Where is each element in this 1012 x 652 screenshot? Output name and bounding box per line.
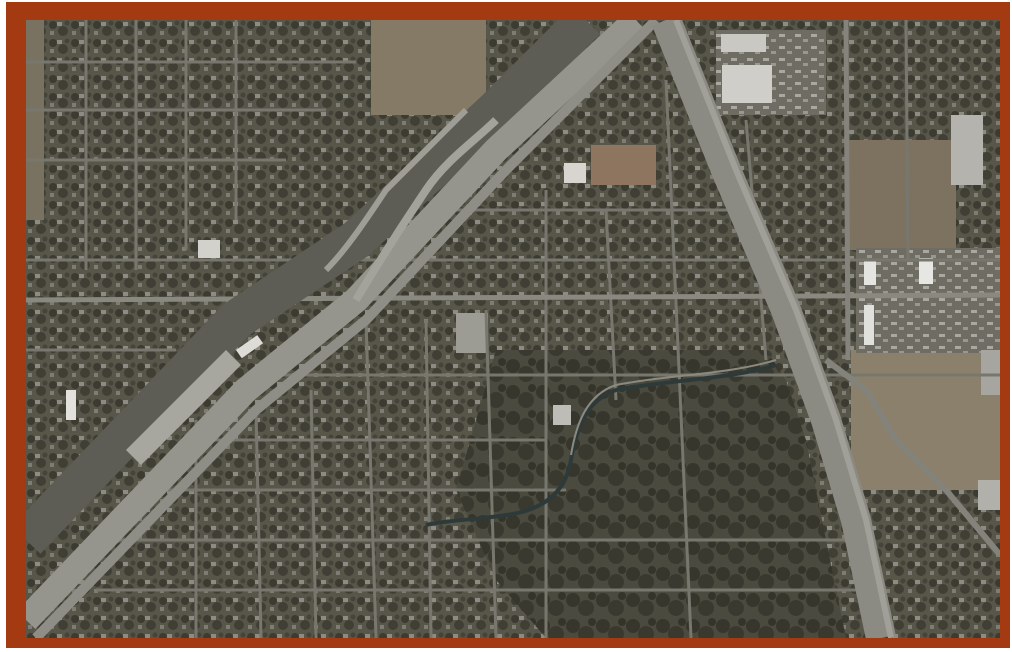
arterial-road xyxy=(843,20,851,361)
open-field xyxy=(371,20,486,115)
warehouse-roof xyxy=(722,65,772,103)
photo-frame xyxy=(6,2,1010,648)
warehouse-roof xyxy=(864,305,874,345)
creek-bank xyxy=(570,359,777,456)
warehouse-roof xyxy=(981,350,1000,395)
open-field xyxy=(26,20,44,220)
frontage-road xyxy=(824,357,1000,557)
aerial-photo-canvas xyxy=(26,20,1000,638)
industrial-strip xyxy=(126,350,241,465)
sports-field xyxy=(591,145,656,185)
aerial-photo xyxy=(26,20,1000,638)
open-field xyxy=(846,140,956,250)
warehouse-roof xyxy=(919,258,933,284)
warehouse-roof xyxy=(978,480,1000,510)
building xyxy=(236,335,264,359)
creek xyxy=(425,363,777,527)
highway xyxy=(652,20,896,638)
wooded-park xyxy=(456,350,846,638)
warehouse-roof xyxy=(721,34,766,52)
building xyxy=(198,240,220,258)
rail-corridor xyxy=(26,20,601,554)
building xyxy=(553,405,571,425)
warehouse-roof xyxy=(951,115,983,185)
building xyxy=(66,390,76,420)
school-building xyxy=(564,163,586,183)
highway xyxy=(32,20,660,638)
arterial-road xyxy=(26,292,1000,303)
street-grid xyxy=(26,20,1000,638)
highway-interchange xyxy=(323,107,469,273)
school-building xyxy=(456,313,488,353)
highway-interchange xyxy=(352,117,499,303)
highway xyxy=(673,20,894,638)
warehouse-roof xyxy=(864,260,876,285)
